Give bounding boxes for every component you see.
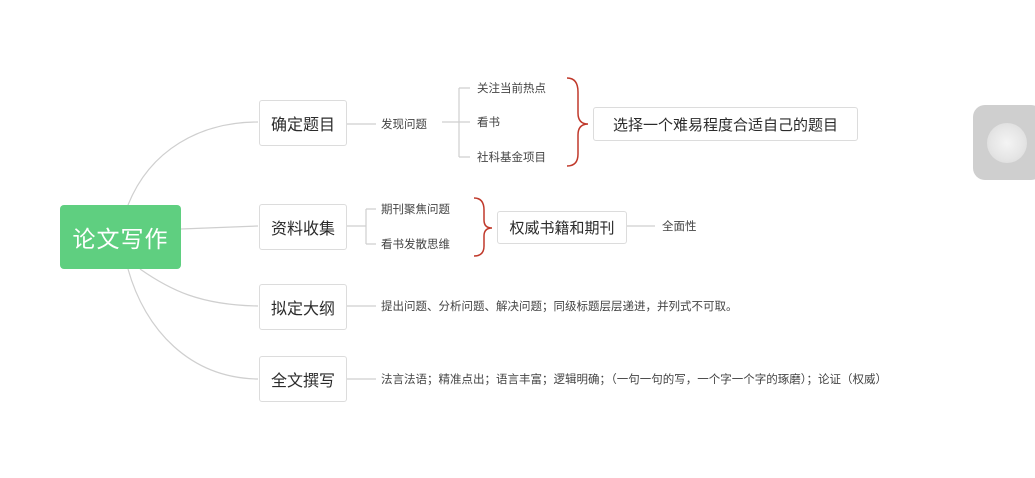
- branch-4-detail[interactable]: 法言法语；精准点出；语言丰富；逻辑明确；（一句一句的写，一个字一个字的琢磨）；论…: [381, 372, 887, 386]
- connector-root-branch-2: [180, 225, 259, 230]
- branch-label: 资料收集: [270, 219, 335, 238]
- branch-2-item[interactable]: 看书发散思维: [381, 237, 450, 251]
- branch-3-detail[interactable]: 提出问题、分析问题、解决问题；同级标题层层递进，并列式不可取。: [381, 299, 738, 313]
- branch-2-summary-note[interactable]: 全面性: [662, 219, 697, 233]
- connector-b1-items: [442, 87, 470, 158]
- branch-label: 全文撰写: [270, 371, 335, 390]
- summary-label: 选择一个难易程度合适自己的题目: [612, 115, 838, 134]
- brace-branch-2-icon: [473, 197, 493, 257]
- branch-label: 拟定大纲: [270, 299, 335, 318]
- branch-label: 确定题目: [270, 115, 335, 134]
- root-node[interactable]: 论文写作: [60, 205, 181, 269]
- root-label: 论文写作: [72, 227, 169, 253]
- branch-2-summary[interactable]: 权威书籍和期刊: [497, 211, 627, 244]
- brace-branch-1-icon: [566, 77, 589, 167]
- branch-1-item[interactable]: 关注当前热点: [477, 81, 546, 95]
- floating-assistive-button[interactable]: [973, 105, 1035, 180]
- connector-root-branch-1: [127, 121, 259, 206]
- branch-node-research[interactable]: 资料收集: [259, 204, 347, 250]
- branch-1-summary[interactable]: 选择一个难易程度合适自己的题目: [593, 107, 858, 141]
- circle-icon: [987, 122, 1027, 163]
- connector-b2-items: [347, 208, 376, 245]
- branch-node-topic[interactable]: 确定题目: [259, 100, 347, 146]
- connector-root-branch-3: [139, 268, 259, 307]
- branch-1-item[interactable]: 社科基金项目: [477, 150, 546, 164]
- branch-node-outline[interactable]: 拟定大纲: [259, 284, 347, 330]
- branch-2-item[interactable]: 期刊聚焦问题: [381, 202, 450, 216]
- branch-node-writing[interactable]: 全文撰写: [259, 356, 347, 402]
- summary-label: 权威书籍和期刊: [509, 219, 615, 237]
- branch-1-item[interactable]: 看书: [477, 115, 500, 129]
- connector-root-branch-4: [127, 268, 259, 380]
- branch-1-sub-node[interactable]: 发现问题: [381, 117, 427, 131]
